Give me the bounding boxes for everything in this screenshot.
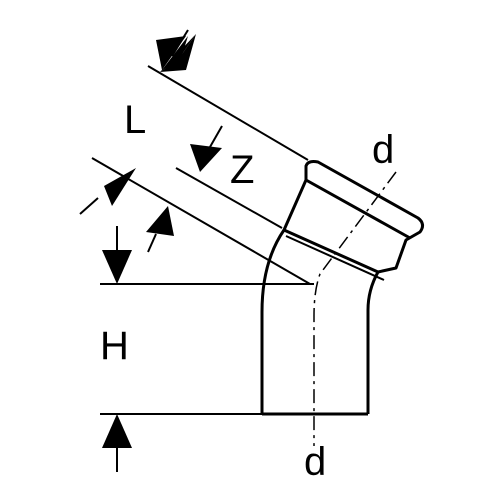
- socket-body: [282, 160, 425, 274]
- dim-L-lead: [171, 29, 189, 57]
- label-L: L: [124, 98, 147, 142]
- arrow-icon: [160, 34, 196, 72]
- dim-Z-lead: [205, 125, 223, 155]
- label-Z: Z: [230, 148, 255, 192]
- socket-inner-line: [285, 235, 385, 281]
- socket-rim: [305, 178, 411, 240]
- dim-Z-extension: [175, 167, 283, 229]
- arrow-icon: [102, 414, 132, 448]
- dim-lead: [147, 233, 157, 253]
- arrow-icon: [146, 206, 174, 236]
- label-H: H: [100, 324, 129, 368]
- dim-L-extension: [147, 65, 309, 161]
- centerline: [313, 171, 397, 446]
- label-d-bottom: d: [304, 440, 327, 484]
- dim-lead: [79, 197, 99, 215]
- arrow-icon: [190, 144, 222, 172]
- pipe-outer-left: [260, 229, 286, 414]
- pipe-outer-right: [366, 271, 380, 414]
- label-d-top: d: [372, 128, 395, 172]
- arrow-icon: [102, 250, 132, 284]
- arrow-icon: [104, 168, 136, 206]
